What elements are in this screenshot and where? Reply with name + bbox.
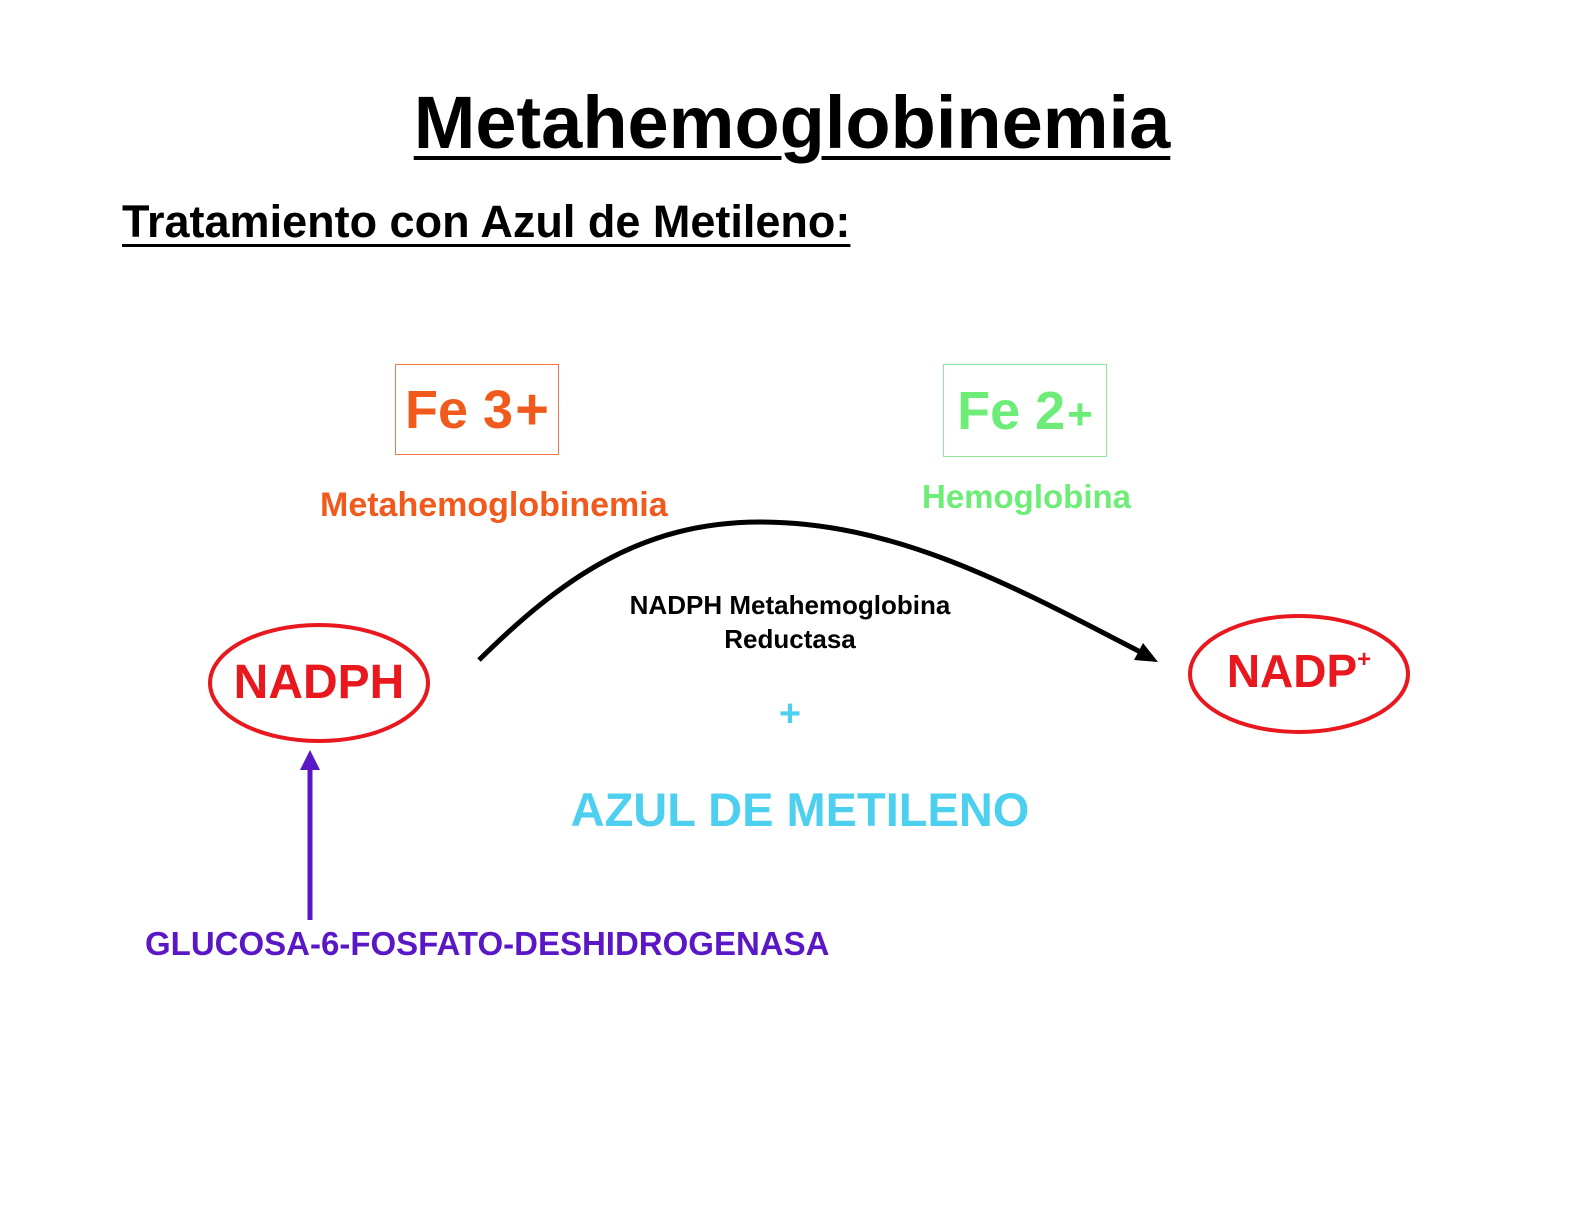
enzyme-label-line1: NADPH Metahemoglobina — [629, 590, 951, 620]
nadp-plus-label: NADP+ — [1188, 644, 1410, 698]
nadp-charge: + — [1357, 646, 1372, 673]
enzyme-label: NADPH Metahemoglobina Reductasa — [580, 588, 1000, 656]
reaction-arrowhead — [1134, 643, 1158, 662]
fe3-box: Fe 3+ — [395, 364, 559, 455]
nadph-ellipse — [208, 623, 430, 743]
plus-sign: + — [778, 693, 802, 735]
g6pd-label: GLUCOSA-6-FOSFATO-DESHIDROGENASA — [145, 925, 830, 962]
nadp-text: NADP — [1226, 645, 1358, 697]
fe2-box: Fe 2+ — [943, 364, 1107, 457]
enzyme-label-line2: Reductasa — [724, 624, 856, 654]
methemoglobinemia-label: Metahemoglobinemia — [320, 486, 668, 524]
methylene-blue-label: AZUL DE METILENO — [570, 783, 1030, 836]
page-title: Metahemoglobinemia — [413, 81, 1171, 164]
subtitle: Tratamiento con Azul de Metileno: — [122, 196, 851, 247]
fe2-charge: + — [1067, 389, 1093, 439]
nadph-label: NADPH — [233, 656, 405, 709]
g6pd-arrowhead — [300, 750, 320, 770]
reaction-arrow — [477, 519, 1154, 662]
nadp-ellipse — [1188, 614, 1410, 734]
fe3-charge: + — [515, 377, 549, 442]
hemoglobin-label: Hemoglobina — [922, 478, 1132, 515]
fe3-label: Fe 3 — [405, 379, 514, 440]
fe2-label: Fe 2 — [957, 380, 1066, 441]
